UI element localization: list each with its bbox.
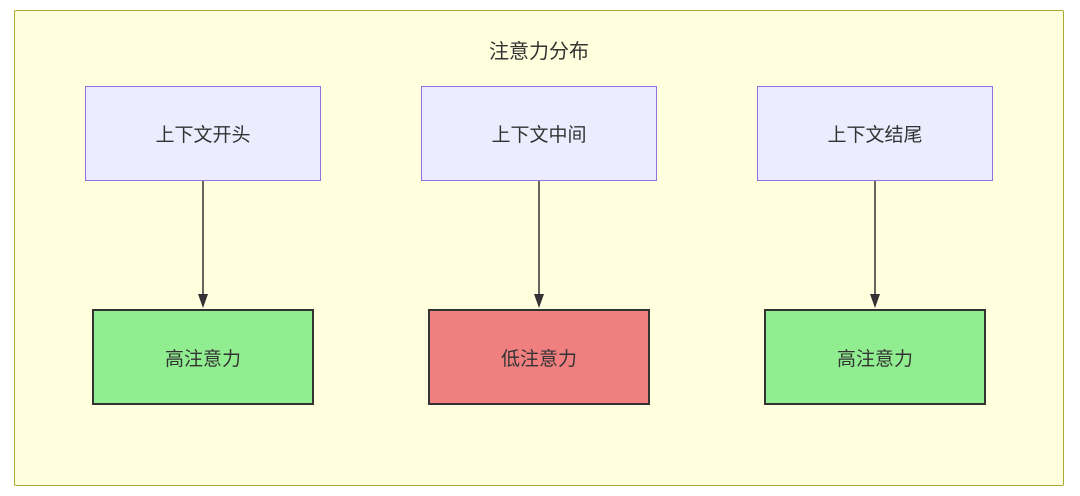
diagram-columns: 上下文开头 高注意力 上下文中间 低注意力 上下文结尾 <box>15 86 1063 405</box>
node-low-attention: 低注意力 <box>428 309 650 405</box>
edge-context-end-to-high <box>868 181 882 309</box>
diagram-title: 注意力分布 <box>489 41 589 63</box>
arrow-down-icon <box>870 181 880 308</box>
arrow-down-icon <box>534 181 544 308</box>
node-context-start: 上下文开头 <box>85 86 321 181</box>
arrow-down-icon <box>198 181 208 308</box>
attention-distribution-diagram: 注意力分布 上下文开头 高注意力 上下文中间 低注意力 <box>14 10 1064 486</box>
node-high-attention-2: 高注意力 <box>764 309 986 405</box>
edge-context-middle-to-low <box>532 181 546 309</box>
node-context-end: 上下文结尾 <box>757 86 993 181</box>
edge-context-start-to-high <box>196 181 210 309</box>
column-context-middle: 上下文中间 低注意力 <box>421 86 657 405</box>
column-context-end: 上下文结尾 高注意力 <box>757 86 993 405</box>
column-context-start: 上下文开头 高注意力 <box>85 86 321 405</box>
node-context-middle: 上下文中间 <box>421 86 657 181</box>
node-high-attention-1: 高注意力 <box>92 309 314 405</box>
